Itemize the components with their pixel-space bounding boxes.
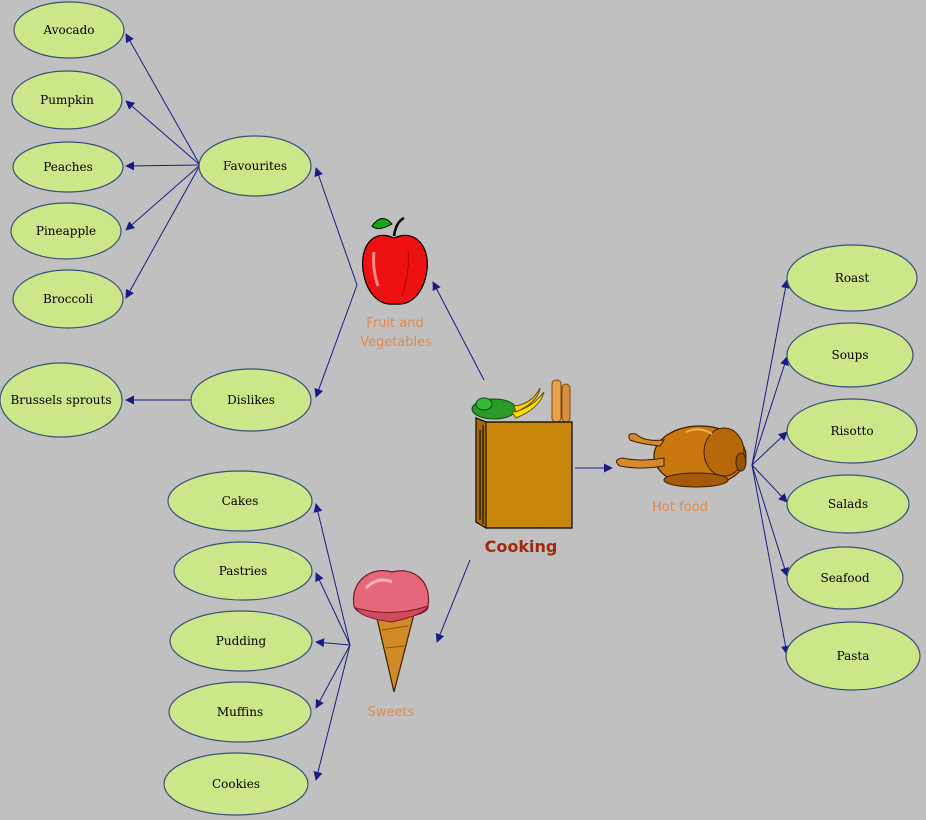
connector-favourites-avocado bbox=[125, 33, 201, 166]
connector-sweets-pastries bbox=[315, 572, 351, 646]
connector-hot-seafood bbox=[751, 464, 789, 577]
node-seafood[interactable]: Seafood bbox=[786, 546, 904, 610]
connector-sweets-cakes bbox=[313, 503, 351, 646]
node-pumpkin[interactable]: Pumpkin bbox=[11, 70, 123, 130]
connector-hot-soups bbox=[751, 356, 789, 466]
node-muffins[interactable]: Muffins bbox=[168, 681, 312, 743]
node-pineapple-label: Pineapple bbox=[36, 224, 96, 238]
node-pudding[interactable]: Pudding bbox=[169, 610, 313, 672]
grocery-bag-icon[interactable] bbox=[471, 379, 573, 529]
connector-hot-risotto bbox=[751, 431, 788, 466]
node-brussels-sprouts-label: Brussels sprouts bbox=[10, 393, 111, 407]
root-cooking-label: Cooking bbox=[485, 537, 558, 556]
node-avocado-label: Avocado bbox=[43, 23, 95, 37]
connector-favourites-pumpkin bbox=[125, 100, 201, 166]
connector-fruit-dislikes bbox=[314, 284, 358, 398]
connector-hot-salads bbox=[751, 464, 788, 503]
connector-hot-pasta bbox=[751, 464, 790, 655]
connectors bbox=[125, 33, 790, 781]
category-fruit-label-line2: Vegetables bbox=[360, 335, 432, 350]
node-cookies-label: Cookies bbox=[212, 777, 260, 791]
connector-sweets-pudding bbox=[315, 638, 351, 648]
connector-favourites-peaches bbox=[125, 161, 201, 171]
category-sweets-label: Sweets bbox=[368, 705, 415, 720]
node-pumpkin-label: Pumpkin bbox=[40, 93, 94, 107]
node-brussels-sprouts[interactable]: Brussels sprouts bbox=[0, 362, 123, 438]
node-soups-label: Soups bbox=[831, 348, 868, 362]
connector-fruit-favourites bbox=[314, 167, 358, 286]
category-hot-food-label: Hot food bbox=[652, 500, 708, 515]
node-pineapple[interactable]: Pineapple bbox=[10, 202, 122, 260]
category-fruit-label-line1: Fruit and bbox=[366, 316, 423, 331]
node-broccoli[interactable]: Broccoli bbox=[12, 269, 124, 329]
node-broccoli-label: Broccoli bbox=[43, 292, 93, 306]
node-pasta-label: Pasta bbox=[837, 649, 870, 663]
connector-favourites-broccoli bbox=[125, 164, 201, 299]
roast-chicken-icon[interactable] bbox=[616, 425, 747, 488]
node-cakes[interactable]: Cakes bbox=[167, 470, 313, 532]
node-soups[interactable]: Soups bbox=[786, 322, 914, 388]
node-pastries[interactable]: Pastries bbox=[173, 541, 313, 601]
node-dislikes-label: Dislikes bbox=[227, 393, 275, 407]
ice-cream-cone-icon[interactable] bbox=[352, 570, 430, 693]
connector-sweets-cookies bbox=[313, 644, 351, 781]
node-peaches[interactable]: Peaches bbox=[12, 141, 124, 193]
node-pudding-label: Pudding bbox=[216, 634, 267, 648]
node-roast-label: Roast bbox=[835, 271, 870, 285]
node-salads[interactable]: Salads bbox=[786, 474, 910, 534]
node-pasta[interactable]: Pasta bbox=[785, 621, 921, 691]
node-dislikes[interactable]: Dislikes bbox=[190, 368, 312, 432]
node-roast[interactable]: Roast bbox=[786, 244, 918, 312]
node-avocado[interactable]: Avocado bbox=[13, 1, 125, 59]
node-salads-label: Salads bbox=[828, 497, 868, 511]
node-risotto[interactable]: Risotto bbox=[786, 398, 918, 464]
connector-root-sweets bbox=[435, 559, 471, 643]
connector-favourites-pineapple bbox=[125, 164, 201, 231]
node-cakes-label: Cakes bbox=[222, 494, 259, 508]
node-pastries-label: Pastries bbox=[219, 564, 268, 578]
node-cookies[interactable]: Cookies bbox=[163, 752, 309, 816]
node-peaches-label: Peaches bbox=[43, 160, 93, 174]
node-favourites-label: Favourites bbox=[223, 159, 287, 173]
node-favourites[interactable]: Favourites bbox=[198, 135, 312, 197]
connector-sweets-muffins bbox=[315, 644, 351, 709]
node-risotto-label: Risotto bbox=[830, 424, 873, 438]
connector-hot-roast bbox=[751, 279, 790, 466]
connector-root-fruit bbox=[432, 281, 485, 381]
apple-icon[interactable] bbox=[361, 216, 428, 305]
node-muffins-label: Muffins bbox=[217, 705, 263, 719]
node-seafood-label: Seafood bbox=[820, 571, 869, 585]
